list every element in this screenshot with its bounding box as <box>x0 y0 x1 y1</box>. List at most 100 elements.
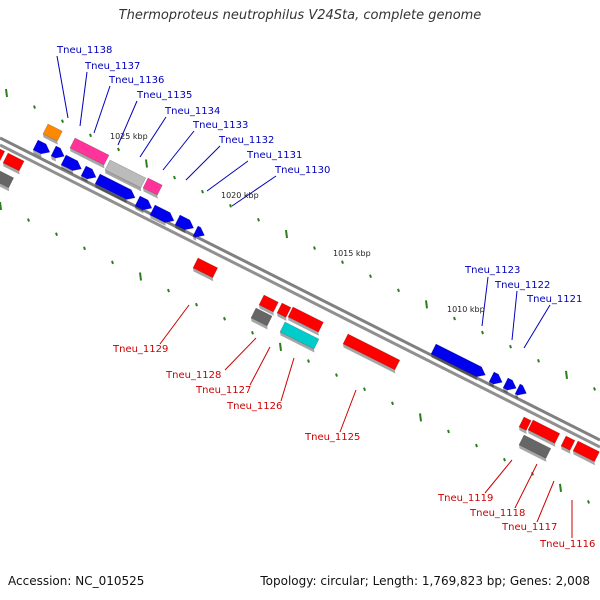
tick-mark <box>117 147 120 152</box>
gene-label-tneu-1133[interactable]: Tneu_1133 <box>192 120 248 131</box>
leader-line-reverse <box>249 346 271 386</box>
gene-label-tneu-1117[interactable]: Tneu_1117 <box>501 522 557 533</box>
tick-mark <box>55 232 58 237</box>
gene-tneu-1135[interactable] <box>69 137 111 169</box>
gene-tneu-1131-a[interactable] <box>80 165 99 185</box>
tick-mark <box>425 300 428 309</box>
gene-tneu-1128[interactable] <box>250 307 274 330</box>
tick-mark <box>139 272 142 281</box>
gene-tneu-1137[interactable] <box>32 139 53 160</box>
gene-tneu-1128-a[interactable] <box>258 294 280 316</box>
gene-arrow-shadow <box>70 147 105 169</box>
gene-tneu-1131-b[interactable] <box>94 173 138 205</box>
gene-label-tneu-1131[interactable]: Tneu_1131 <box>246 150 302 161</box>
gene-arrow-body <box>192 225 205 238</box>
gene-arrow-shadow <box>573 450 595 466</box>
gene-arrow-shadow <box>277 312 287 321</box>
leader-line-forward <box>206 160 249 192</box>
gene-tneu-1117-a[interactable] <box>560 435 577 454</box>
gene-edge-red-b[interactable] <box>2 152 26 175</box>
gene-label-tneu-1121[interactable]: Tneu_1121 <box>526 294 582 305</box>
gene-label-tneu-1137[interactable]: Tneu_1137 <box>84 61 140 72</box>
tick-mark <box>447 429 450 434</box>
gene-label-tneu-1123[interactable]: Tneu_1123 <box>464 265 520 276</box>
gene-tneu-1127[interactable] <box>287 306 325 336</box>
tick-mark <box>419 413 422 422</box>
tick-mark <box>145 159 148 168</box>
gene-label-tneu-1134[interactable]: Tneu_1134 <box>164 106 220 117</box>
gene-arrow-body <box>502 377 517 391</box>
gene-edge-gray[interactable] <box>0 167 15 192</box>
leader-line-forward <box>162 130 195 171</box>
gene-tneu-1129[interactable] <box>192 257 220 282</box>
gene-arrow-body <box>518 434 552 459</box>
gene-arrow-body <box>279 321 320 350</box>
gene-tneu-1118[interactable] <box>518 434 553 462</box>
gene-label-tneu-1119[interactable]: Tneu_1119 <box>437 493 493 504</box>
gene-label-tneu-1138[interactable]: Tneu_1138 <box>56 45 112 56</box>
tick-mark <box>475 443 478 448</box>
gene-tneu-1138[interactable] <box>42 123 64 145</box>
tick-mark <box>229 203 232 208</box>
gene-label-tneu-1126[interactable]: Tneu_1126 <box>226 401 282 412</box>
gene-tneu-1130-a[interactable] <box>134 195 155 216</box>
tick-mark <box>89 133 92 138</box>
gene-tneu-1125[interactable] <box>342 333 402 374</box>
tick-mark <box>251 331 254 335</box>
gene-tneu-1122[interactable] <box>488 371 505 390</box>
gene-arrow-body <box>287 306 324 333</box>
leader-line-forward <box>185 145 221 181</box>
gene-label-tneu-1125[interactable]: Tneu_1125 <box>304 432 360 443</box>
gene-tneu-1121-b[interactable] <box>514 383 529 401</box>
gene-label-tneu-1130[interactable]: Tneu_1130 <box>274 165 330 176</box>
leader-line-reverse <box>514 463 538 509</box>
gene-tneu-1119-a[interactable] <box>518 416 533 435</box>
gene-tneu-1121-a[interactable] <box>502 377 519 396</box>
gene-label-tneu-1127[interactable]: Tneu_1127 <box>195 385 251 396</box>
gene-label-tneu-1116[interactable]: Tneu_1116 <box>539 539 595 550</box>
gene-label-tneu-1132[interactable]: Tneu_1132 <box>218 135 274 146</box>
gene-arrow-body <box>342 333 401 371</box>
leader-line-forward <box>139 116 167 158</box>
tick-mark <box>33 105 36 109</box>
gene-label-tneu-1129[interactable]: Tneu_1129 <box>112 344 168 355</box>
gene-arrow-body <box>276 302 292 318</box>
gene-tneu-1134[interactable] <box>104 159 148 192</box>
gene-arrow-shadow <box>95 183 127 204</box>
gene-tneu-1133[interactable] <box>142 177 164 199</box>
tick-mark <box>453 316 456 321</box>
gene-arrow-body <box>430 343 486 378</box>
gene-tneu-1136[interactable] <box>50 145 67 164</box>
gene-tneu-1130-d[interactable] <box>192 225 207 243</box>
gene-tneu-1126[interactable] <box>279 321 321 353</box>
gene-features <box>0 123 600 466</box>
tick-mark <box>257 218 260 222</box>
gene-label-tneu-1135[interactable]: Tneu_1135 <box>136 90 192 101</box>
gene-tneu-1130-c[interactable] <box>174 214 196 236</box>
gene-arrow-body <box>80 165 97 180</box>
gene-label-tneu-1122[interactable]: Tneu_1122 <box>494 280 550 291</box>
gene-label-tneu-1128[interactable]: Tneu_1128 <box>165 370 221 381</box>
gene-label-tneu-1118[interactable]: Tneu_1118 <box>469 508 525 519</box>
tick-mark <box>369 274 372 279</box>
leader-line-forward <box>231 175 277 207</box>
gene-arrow-shadow <box>561 445 571 454</box>
gene-arrow-shadow <box>81 175 88 183</box>
gene-tneu-1117-b[interactable] <box>572 440 600 466</box>
gene-arrow-body <box>69 137 110 166</box>
gene-tneu-1132[interactable] <box>60 154 84 176</box>
leader-line-forward <box>93 85 111 134</box>
gene-arrow-body <box>0 145 6 162</box>
gene-arrow-shadow <box>193 267 214 282</box>
gene-tneu-1119-b[interactable] <box>527 419 562 447</box>
gene-edge-red-a[interactable] <box>0 145 7 165</box>
gene-arrow-body <box>32 139 51 155</box>
gene-label-tneu-1136[interactable]: Tneu_1136 <box>108 75 164 86</box>
tick-mark <box>285 229 288 239</box>
gene-arrow-shadow <box>3 162 20 175</box>
tick-mark <box>391 401 394 406</box>
gene-tneu-1128-b[interactable] <box>276 302 293 321</box>
gene-tneu-1130-b[interactable] <box>149 204 177 228</box>
gene-arrow-body <box>572 440 600 463</box>
gene-tneu-1123[interactable] <box>430 343 488 383</box>
